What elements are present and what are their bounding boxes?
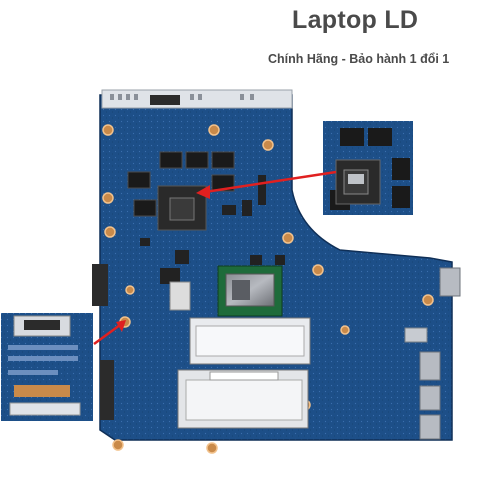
arrow-to-slot <box>93 323 121 346</box>
brand-tagline: Chính Hãng - Bảo hành 1 đổi 1 <box>268 52 450 66</box>
brand-title: Laptop LD <box>292 6 419 34</box>
vram-chips <box>127 151 235 217</box>
right-ports <box>419 267 461 440</box>
mounting-holes <box>102 124 434 454</box>
misc-components <box>140 175 285 284</box>
m2-slot <box>169 281 191 311</box>
inset-slot-closeup <box>0 311 95 423</box>
left-connector-2 <box>100 360 114 420</box>
inset-gpu-closeup <box>321 119 415 217</box>
gpu-die <box>169 197 195 221</box>
red-arrows <box>93 170 337 346</box>
left-connector-1 <box>92 264 108 306</box>
arrow-to-gpu <box>204 170 337 194</box>
arrow-head-gpu <box>196 185 210 199</box>
top-connector <box>101 89 293 109</box>
arrow-head-slot <box>116 320 126 332</box>
